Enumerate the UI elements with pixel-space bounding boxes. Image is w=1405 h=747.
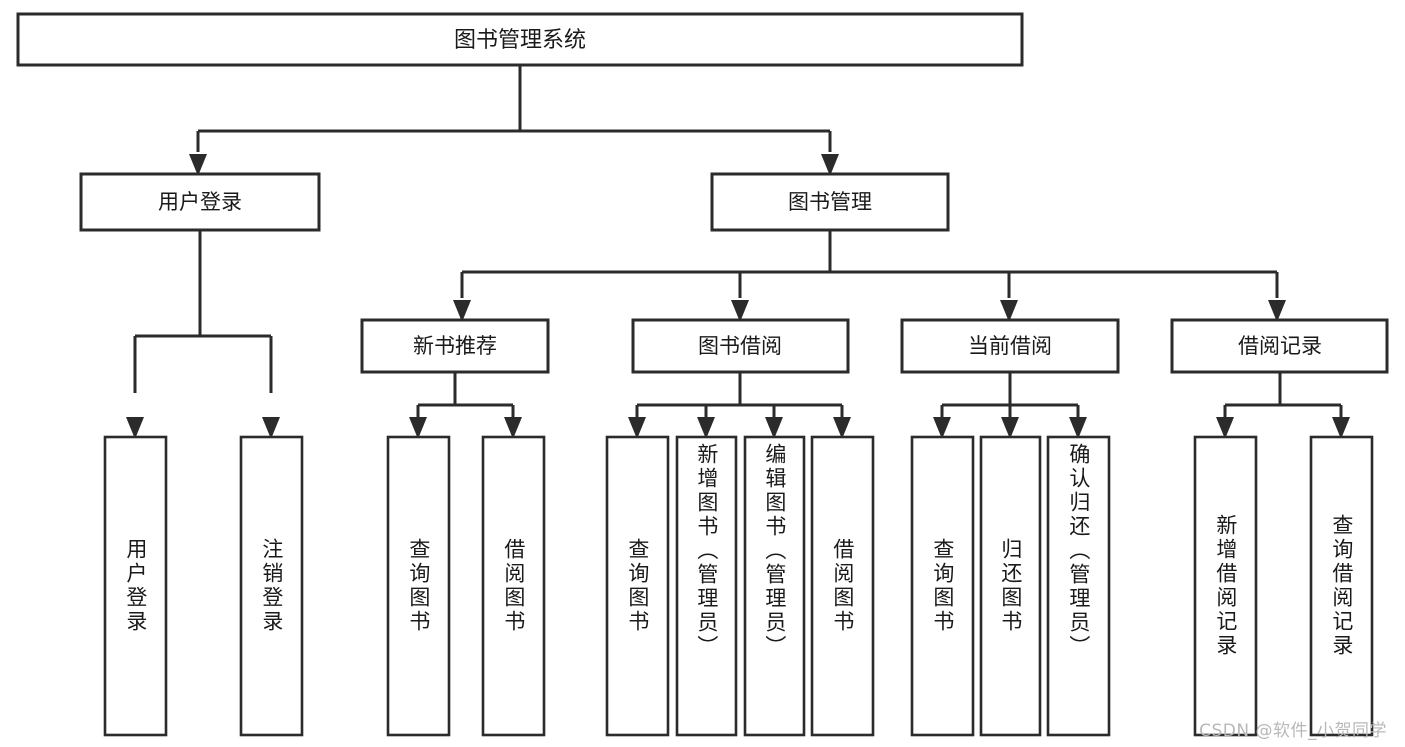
- node-user-login[interactable]: 用户登录: [79, 172, 321, 232]
- node-root-label: 图书管理系统: [454, 28, 586, 53]
- leaf-box-br-1[interactable]: [1309, 435, 1374, 737]
- node-book-borrow-box: [631, 318, 850, 374]
- leaf-box-cb-2[interactable]: [1046, 435, 1111, 737]
- node-root[interactable]: 图书管理系统: [16, 12, 1024, 67]
- node-new-book-recommend-box: [360, 318, 550, 374]
- leaf-box-nbr-0[interactable]: [386, 435, 451, 737]
- leaf-box-bb-0[interactable]: [605, 435, 670, 737]
- leaf-box-nbr-1[interactable]: [481, 435, 546, 737]
- leaf-box-cb-1[interactable]: [979, 435, 1042, 737]
- node-book-manage-label: 图书管理: [788, 190, 872, 214]
- leaf-box-br-0[interactable]: [1193, 435, 1258, 737]
- node-book-borrow[interactable]: 图书借阅: [631, 318, 850, 374]
- leaf-box-bb-3[interactable]: [810, 435, 875, 737]
- leaf-box-cb-0[interactable]: [910, 435, 975, 737]
- node-current-borrow-box: [900, 318, 1120, 374]
- node-book-manage-box: [710, 172, 950, 232]
- node-root-box: [16, 12, 1024, 67]
- csdn-watermark: CSDN @软件_小贺同学: [1199, 721, 1387, 741]
- node-user-login-label: 用户登录: [158, 190, 242, 214]
- leaf-box-user-login-1[interactable]: [239, 435, 304, 737]
- node-borrow-record[interactable]: 借阅记录: [1170, 318, 1389, 374]
- node-book-borrow-label: 图书借阅: [698, 334, 782, 358]
- node-borrow-record-box: [1170, 318, 1389, 374]
- node-new-book-recommend[interactable]: 新书推荐: [360, 318, 550, 374]
- node-current-borrow[interactable]: 当前借阅: [900, 318, 1120, 374]
- node-book-manage[interactable]: 图书管理: [710, 172, 950, 232]
- node-current-borrow-label: 当前借阅: [968, 334, 1052, 358]
- leaf-box-bb-2[interactable]: [743, 435, 806, 737]
- node-new-book-recommend-label: 新书推荐: [413, 334, 497, 358]
- leaf-box-user-login-0[interactable]: [103, 435, 168, 737]
- node-borrow-record-label: 借阅记录: [1238, 334, 1322, 358]
- leaf-box-bb-1[interactable]: [675, 435, 738, 737]
